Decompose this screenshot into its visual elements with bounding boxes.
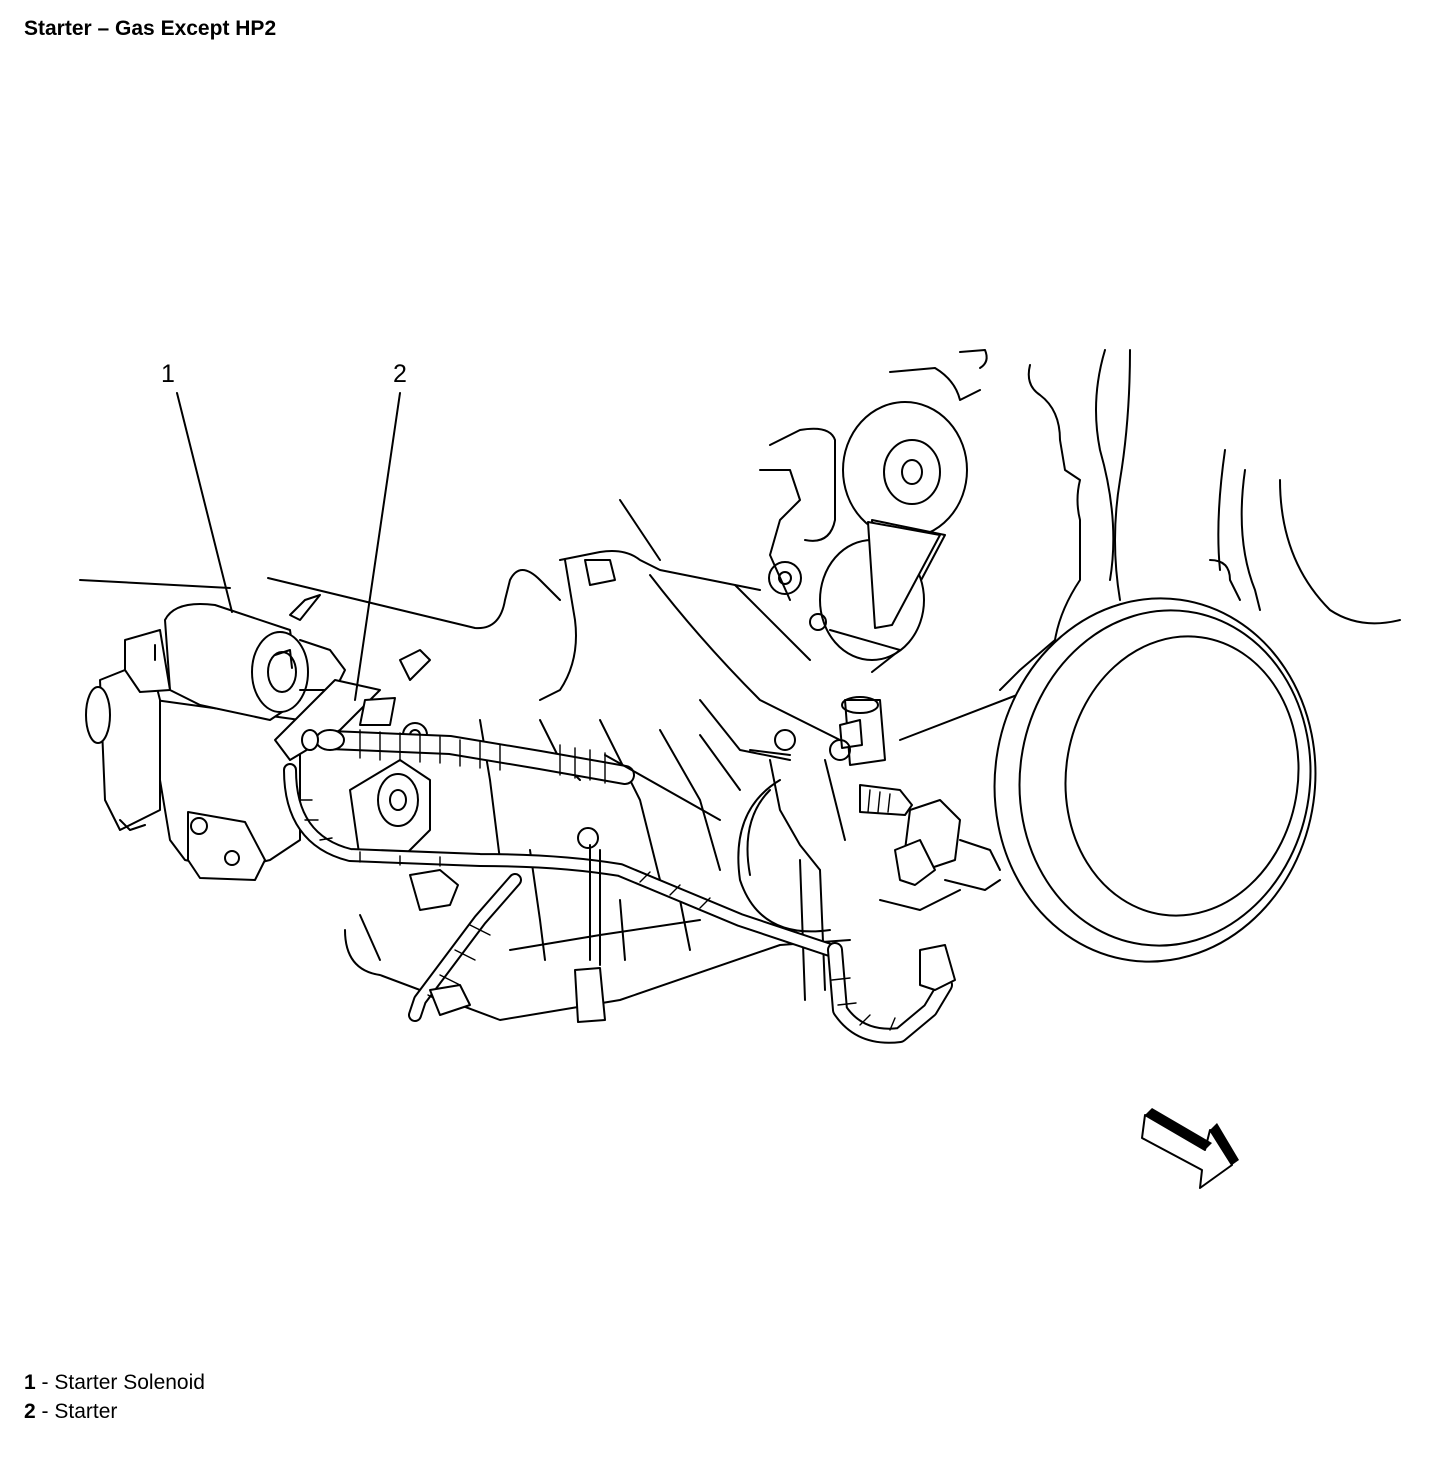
callout-leaders xyxy=(176,392,401,701)
starter-motor-body xyxy=(85,659,301,881)
legend-item: 2 - Starter xyxy=(24,1397,205,1426)
legend-item-separator: - xyxy=(35,1400,55,1423)
legend-item-number: 1 xyxy=(24,1371,36,1394)
callout-1-label: 1 xyxy=(161,360,175,388)
legend: 1 - Starter Solenoid 2 - Starter xyxy=(24,1368,205,1426)
legend-item-separator: - xyxy=(35,1371,55,1394)
wiring-harness xyxy=(283,729,953,1044)
view-direction-arrow-icon xyxy=(1141,1108,1239,1189)
page-title: Starter – Gas Except HP2 xyxy=(24,17,277,40)
legend-item: 1 - Starter Solenoid xyxy=(24,1368,205,1397)
starter-solenoid xyxy=(124,594,346,721)
legend-item-label: Starter Solenoid xyxy=(54,1371,205,1394)
callout-2-label: 2 xyxy=(393,360,407,388)
flywheel-ring xyxy=(993,597,1317,963)
engine-block-outline xyxy=(79,349,1401,761)
pulley-assembly xyxy=(809,401,968,673)
legend-item-label: Starter xyxy=(54,1400,118,1423)
legend-item-number: 2 xyxy=(24,1400,36,1423)
connectors-and-bolts xyxy=(301,696,1001,1023)
